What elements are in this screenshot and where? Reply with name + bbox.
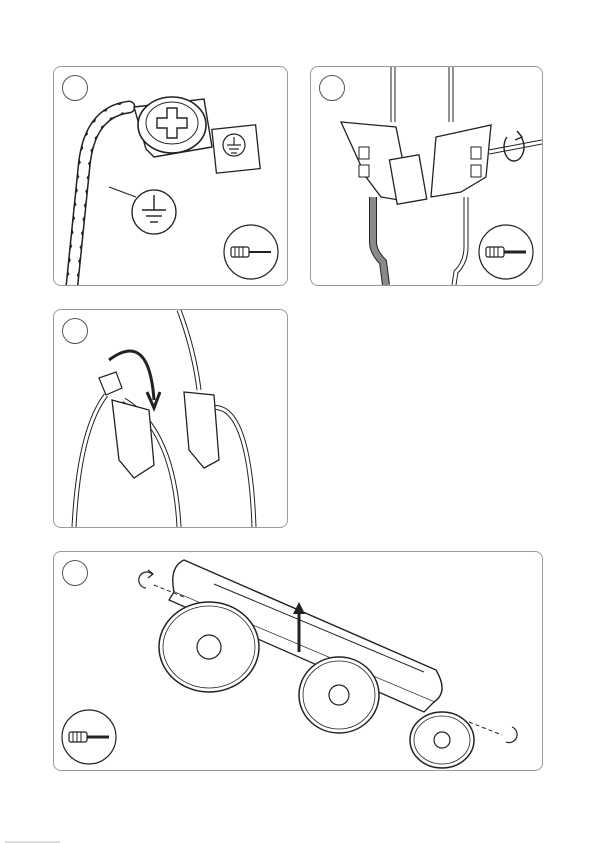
step-4-panel [53,551,543,771]
screwdriver-icon [476,222,536,282]
page-edge-mark [0,836,80,843]
step-2-panel [310,66,543,286]
screwdriver-icon [221,222,281,282]
screwdriver-icon [59,707,119,767]
step-1-panel [53,66,288,286]
spotlight-bar-illustration [54,552,542,770]
step-3-panel [53,309,288,528]
terminal-cover-illustration [54,310,287,527]
